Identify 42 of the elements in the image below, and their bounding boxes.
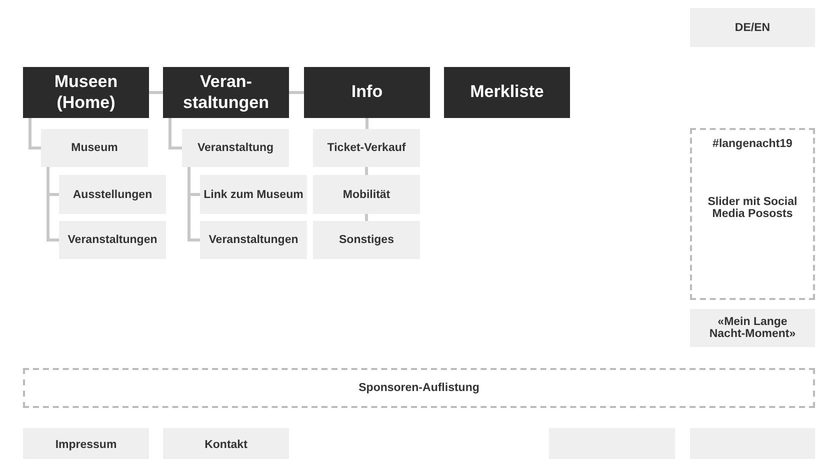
connector-line (149, 91, 163, 94)
label: Veranstaltung (197, 142, 274, 154)
label: Impressum (55, 439, 117, 451)
connector-line (28, 118, 41, 150)
page-box (182, 129, 289, 167)
label: Merkliste (470, 82, 544, 103)
connector-line (168, 118, 182, 150)
label: Veranstaltungen (68, 234, 158, 246)
heading: #langenacht19 (712, 138, 792, 150)
label: Info (351, 82, 383, 103)
connector-line (366, 118, 368, 129)
label: Link zum Museum (204, 188, 304, 200)
page-box (313, 129, 420, 167)
page-box (313, 221, 420, 259)
page-box (41, 129, 148, 167)
nav-item (163, 67, 289, 118)
label: Sonstiges (339, 234, 394, 246)
label: Museen (Home) (53, 72, 119, 113)
label: Ticket-Verkauf (327, 142, 406, 154)
description: Slider mit Social Media Pososts (706, 196, 798, 220)
page-box (59, 221, 166, 259)
nav-item (23, 67, 149, 118)
label: Museum (71, 142, 118, 154)
page-box (200, 175, 307, 214)
label: Sponsoren-Auflistung (358, 382, 480, 394)
nav-item (304, 67, 430, 118)
connector-line (365, 214, 368, 221)
page-box (313, 175, 420, 214)
label: DE/EN (734, 22, 770, 34)
label: Veran- staltungen (182, 72, 270, 113)
label: «Mein Lange Nacht-Moment» (708, 316, 797, 340)
label: Kontakt (204, 439, 248, 451)
connector-line (365, 167, 368, 175)
label: Mobilität (342, 188, 390, 200)
placeholder-box (690, 128, 815, 300)
label: Veranstaltungen (208, 234, 298, 246)
page-box (200, 221, 307, 259)
connector-line (289, 91, 304, 94)
placeholder-box (23, 368, 815, 408)
page-box (59, 175, 166, 214)
label: Ausstellungen (72, 188, 152, 200)
nav-item (444, 67, 570, 118)
